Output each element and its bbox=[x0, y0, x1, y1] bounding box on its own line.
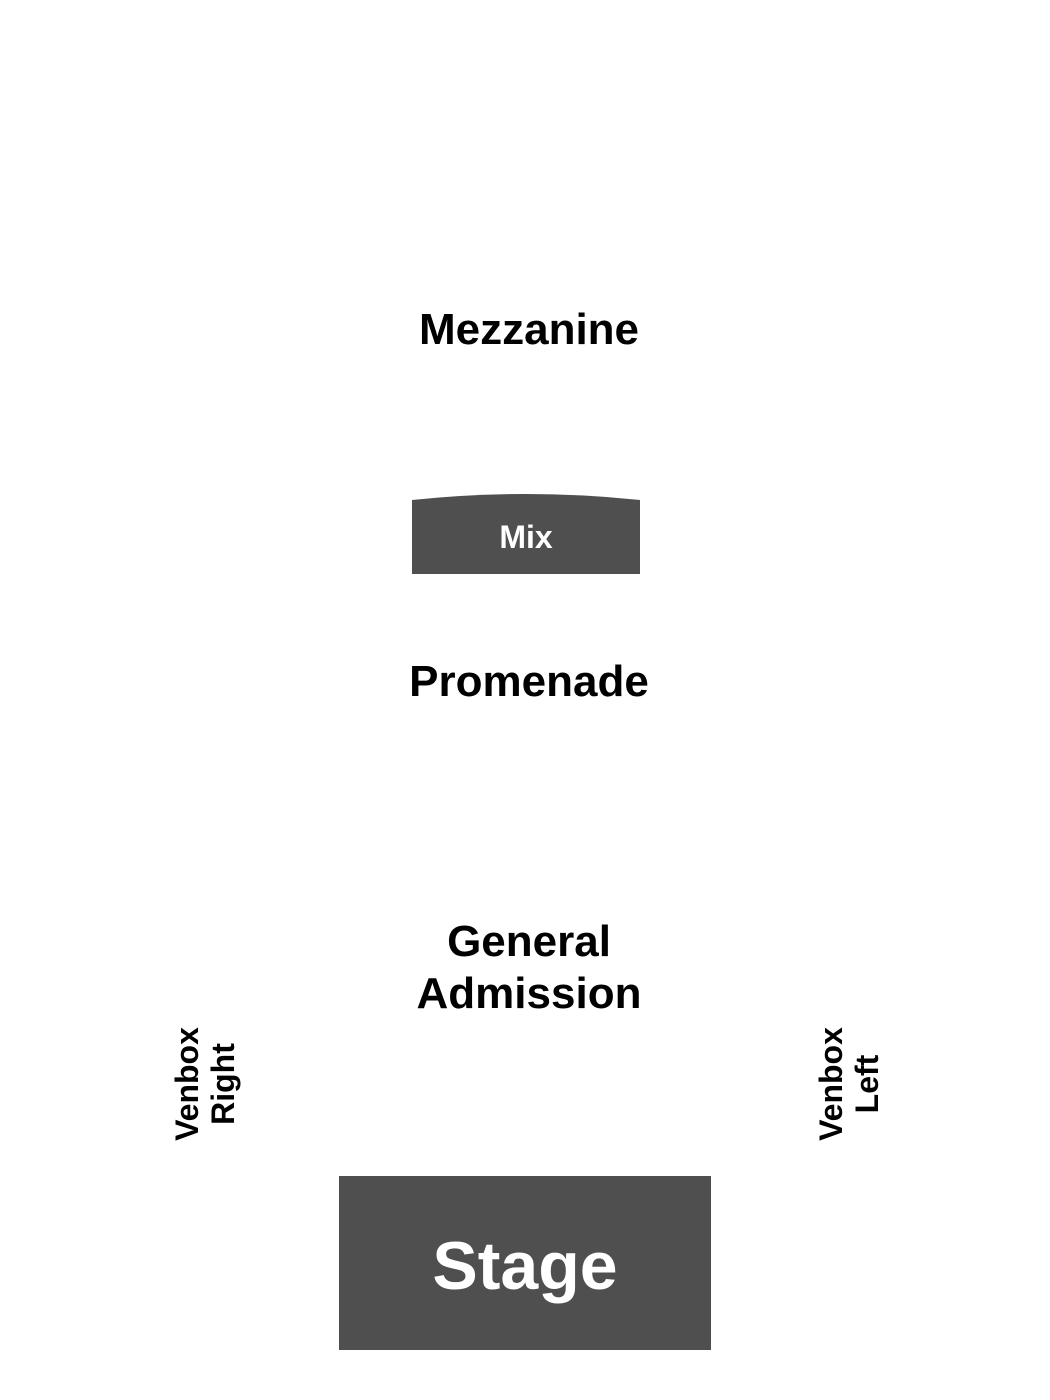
venbox-left-label-line2: Left bbox=[849, 1054, 885, 1114]
section-mezzanine[interactable]: Mezzanine bbox=[418, 305, 640, 354]
section-general-admission[interactable]: General Admission bbox=[329, 916, 729, 1020]
venbox-right-label-line2: Right bbox=[205, 1043, 241, 1125]
section-venbox-left[interactable]: Venbox Left bbox=[813, 1024, 885, 1144]
general-admission-label-line1: General bbox=[447, 917, 611, 966]
stage-label: Stage bbox=[432, 1228, 618, 1304]
stage: Stage bbox=[339, 1176, 711, 1350]
general-admission-label-line2: Admission bbox=[416, 969, 642, 1018]
section-mix[interactable]: Mix bbox=[412, 494, 640, 574]
venbox-right-label-line1: Venbox bbox=[169, 1027, 205, 1141]
section-venbox-right[interactable]: Venbox Right bbox=[169, 1024, 241, 1144]
section-promenade[interactable]: Promenade bbox=[409, 657, 649, 706]
venbox-left-label-line1: Venbox bbox=[813, 1027, 849, 1141]
mix-shape bbox=[412, 494, 640, 574]
mix-label: Mix bbox=[499, 519, 553, 555]
